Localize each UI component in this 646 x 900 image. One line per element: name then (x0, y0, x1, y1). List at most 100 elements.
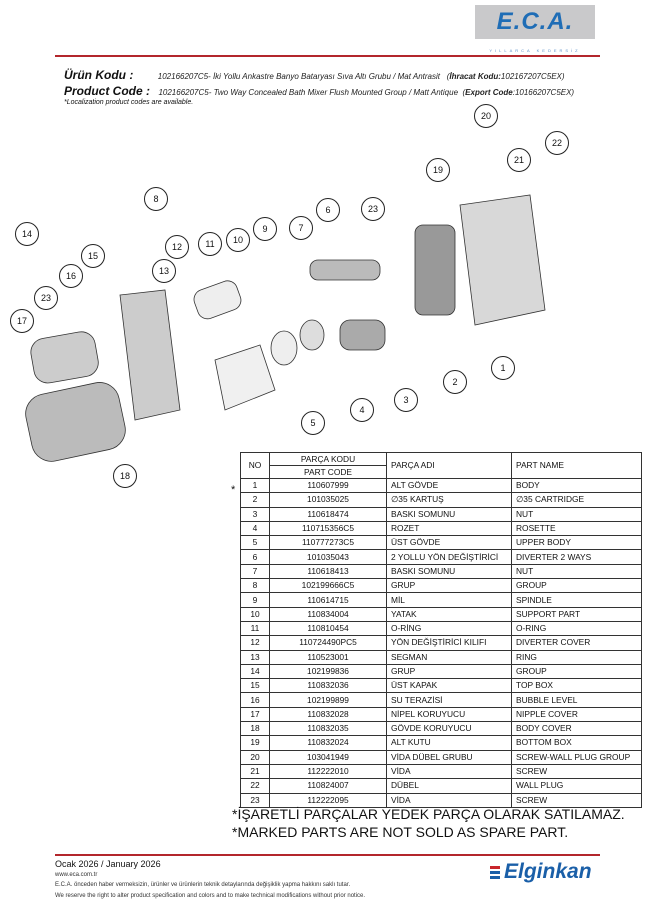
callout-12: 12 (165, 235, 189, 259)
header-name-tr: PARÇA ADI (386, 452, 512, 479)
cell-no: 8 (240, 578, 270, 594)
exploded-diagram (25, 194, 546, 462)
cell-code: 110832036 (269, 678, 387, 694)
cell-no: 12 (240, 635, 270, 651)
cartridge-shape (339, 319, 386, 351)
footer-website: www.eca.com.tr (55, 872, 98, 878)
cell-name-en: BOTTOM BOX (511, 735, 642, 751)
callout-5: 5 (301, 411, 325, 435)
cell-name-tr: BASKI SOMUNU (386, 506, 512, 522)
top-box-shape (119, 289, 181, 421)
cell-no: 23 (240, 792, 270, 808)
cell-name-tr: SEGMAN (386, 649, 512, 665)
cell-name-en: NUT (511, 506, 642, 522)
cell-no: 19 (240, 735, 270, 751)
cell-name-tr: VİDA (386, 763, 512, 780)
callout-7: 7 (289, 216, 313, 240)
cell-no: 13 (240, 649, 270, 665)
cell-name-en: SPINDLE (511, 592, 642, 608)
nipple-cover-shape (30, 331, 99, 384)
footnote-en: *MARKED PARTS ARE NOT SOLD AS SPARE PART… (232, 824, 569, 840)
callout-17: 17 (10, 309, 34, 333)
table-header-row: NO PARÇA KODU PARÇA ADI PART NAME (240, 452, 642, 479)
cell-no: 4 (240, 520, 270, 537)
cell-name-tr: ALT GÖVDE (386, 477, 512, 494)
cell-no: 15 (240, 678, 270, 694)
header-code-en: PART CODE (269, 465, 387, 479)
callout-14: 14 (15, 222, 39, 246)
cell-name-en: ∅35 CARTRIDGE (511, 492, 642, 508)
cell-name-en: SCREW (511, 763, 642, 780)
header-code-tr: PARÇA KODU (269, 452, 387, 466)
cell-no: 17 (240, 706, 270, 723)
callout-23: 23 (34, 286, 58, 310)
cell-no: 5 (240, 535, 270, 551)
footer-date: Ocak 2026 / January 2026 (55, 859, 161, 869)
cell-name-tr: ÜST GÖVDE (386, 535, 512, 551)
cell-no: 20 (240, 749, 270, 765)
callout-22: 22 (545, 131, 569, 155)
cell-code: 110715356C5 (269, 520, 387, 537)
callout-13: 13 (152, 259, 176, 283)
cell-name-tr: YÖN DEĞİŞTİRİCİ KILIFI (386, 635, 512, 651)
cell-no: 22 (240, 778, 270, 794)
cell-name-tr: GRUP (386, 663, 512, 680)
cell-name-tr: ÜST KAPAK (386, 678, 512, 694)
callout-3: 3 (394, 388, 418, 412)
eca-logo: E.C.A. (475, 5, 595, 39)
cell-name-tr: ROZET (386, 520, 512, 537)
cell-name-en: NIPPLE COVER (511, 706, 642, 723)
cell-code: 110810454 (269, 620, 387, 637)
cell-name-en: O-RING (511, 620, 642, 637)
cell-code: 101035025 (269, 492, 387, 508)
cell-name-tr: GRUP (386, 578, 512, 594)
callout-23: 23 (361, 197, 385, 221)
footer-disclaimer-en: We reserve the right to alter product sp… (55, 893, 366, 899)
body-cover-shape (25, 382, 126, 462)
cell-code: 102199899 (269, 692, 387, 708)
not-sold-marker: * (231, 484, 236, 496)
upper-body-shape (214, 344, 276, 411)
callout-9: 9 (253, 217, 277, 241)
cell-name-en: ROSETTE (511, 520, 642, 537)
cell-code: 102199836 (269, 663, 387, 680)
diverter-cover-shape (193, 280, 242, 320)
cell-name-en: SUPPORT PART (511, 606, 642, 622)
cell-code: 103041949 (269, 749, 387, 765)
product-code-en: Product Code : 102166207C5- Two Way Conc… (64, 84, 575, 98)
callout-1: 1 (491, 356, 515, 380)
cell-code: 110618413 (269, 563, 387, 580)
cell-name-tr: VİDA (386, 792, 512, 808)
footer-divider (55, 854, 600, 856)
cell-code: 112222010 (269, 763, 387, 780)
cell-no: 10 (240, 606, 270, 622)
cell-name-tr: 2 YOLLU YÖN DEĞİŞTİRİCİ (386, 549, 512, 565)
cell-name-tr: SU TERAZİSİ (386, 692, 512, 708)
cell-name-en: GROUP (511, 578, 642, 594)
callout-10: 10 (226, 228, 250, 252)
footer-disclaimer-tr: E.C.A. önceden haber vermeksizin, ürünle… (55, 882, 351, 888)
cell-name-en: BODY COVER (511, 721, 642, 737)
cell-no: 11 (240, 620, 270, 637)
cell-name-tr: GÖVDE KORUYUCU (386, 721, 512, 737)
cell-no: 16 (240, 692, 270, 708)
cell-code: 110832028 (269, 706, 387, 723)
cell-code: 112222095 (269, 792, 387, 808)
elginkan-logo: Elginkan (490, 860, 592, 884)
callout-15: 15 (81, 244, 105, 268)
cell-code: 110607999 (269, 477, 387, 494)
cell-no: 1 (240, 477, 270, 494)
